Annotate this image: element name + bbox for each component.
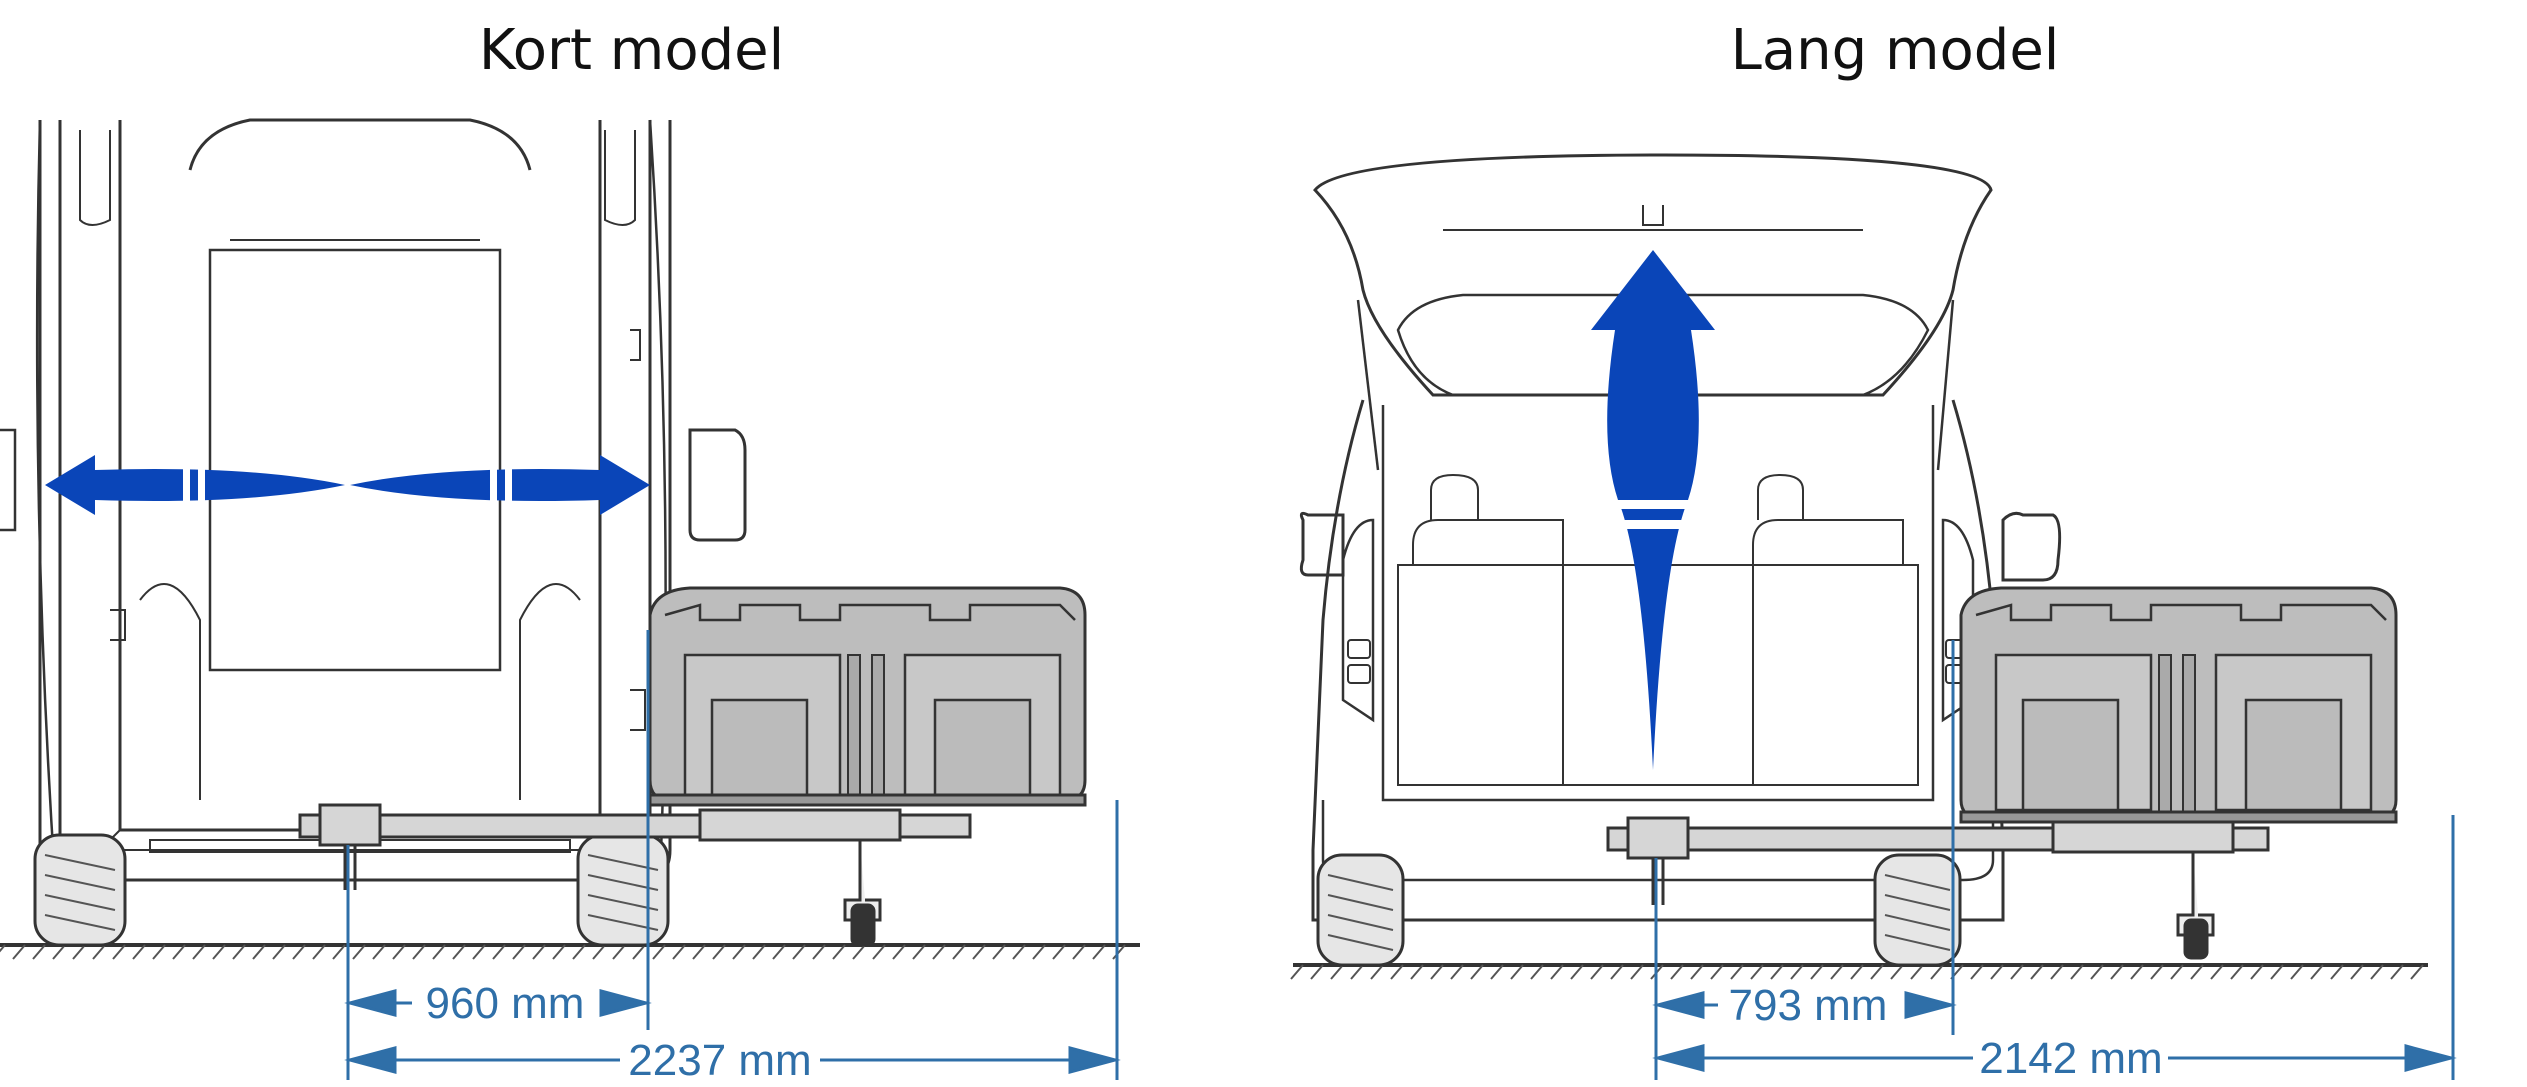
short-model-drawing: 960 mm 2237 mm bbox=[0, 118, 1140, 1085]
panel-long-model: Lang model bbox=[1263, 0, 2527, 1087]
dimension-outer-short: 2237 mm bbox=[628, 1036, 811, 1085]
panel-title-short: Kort model bbox=[478, 18, 785, 83]
long-model-drawing: 793 mm 2142 mm bbox=[1290, 153, 2457, 1083]
hitch-carrier-frame bbox=[1606, 816, 2270, 960]
ground-hatch bbox=[1290, 963, 2428, 980]
hitch-carrier-frame bbox=[298, 803, 972, 947]
height-arrow bbox=[1591, 250, 1715, 770]
width-arrow bbox=[45, 455, 650, 515]
panel-title-long: Lang model bbox=[1730, 18, 2060, 83]
dimension-outer-long: 2142 mm bbox=[1979, 1034, 2162, 1083]
van-wheels bbox=[33, 833, 670, 947]
storage-box bbox=[1959, 586, 2398, 824]
storage-box bbox=[648, 586, 1087, 807]
car-open-tailgate bbox=[1299, 153, 2062, 922]
dimension-inner-long: 793 mm bbox=[1729, 981, 1888, 1030]
dimension-lines bbox=[344, 630, 1121, 1080]
car-wheels bbox=[1316, 853, 1962, 967]
dimension-lines bbox=[1652, 640, 2457, 1080]
ground-hatch bbox=[0, 943, 1140, 960]
dimension-inner-short: 960 mm bbox=[426, 979, 585, 1028]
panel-short-model: Kort model bbox=[0, 0, 1263, 1087]
